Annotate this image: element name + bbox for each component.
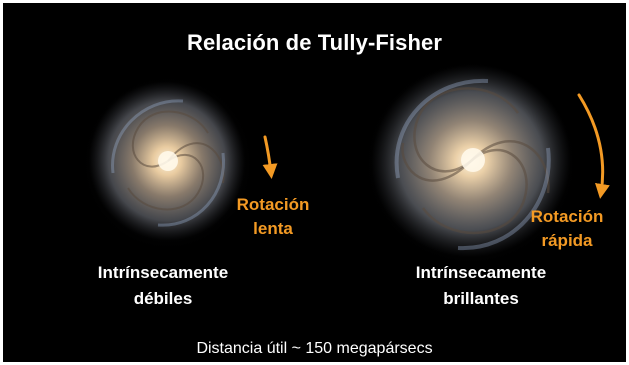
galaxy-illustration — [78, 55, 610, 271]
dim-galaxy — [78, 71, 258, 255]
slow-rotation-line-2: lenta — [253, 219, 293, 238]
diagram-panel: Relación de Tully-Fisher Rotación lenta … — [3, 3, 626, 362]
dim-galaxy-label: Intrínsecamente débiles — [83, 260, 243, 312]
fast-rotation-arrow — [577, 93, 610, 199]
fast-rotation-line-2: rápida — [541, 231, 593, 250]
slow-rotation-arrow — [262, 135, 278, 179]
bright-galaxy-line-1: Intrínsecamente — [415, 263, 547, 282]
bright-galaxy-line-2: brillantes — [443, 289, 519, 308]
fast-rotation-label: Rotación rápida — [525, 205, 609, 253]
dim-galaxy-line-2: débiles — [133, 289, 193, 308]
bright-galaxy — [359, 55, 583, 271]
diagram-title: Relación de Tully-Fisher — [186, 30, 443, 55]
fast-rotation-line-1: Rotación — [530, 207, 604, 226]
bright-galaxy-label: Intrínsecamente brillantes — [393, 260, 569, 312]
slow-rotation-label: Rotación lenta — [233, 193, 313, 241]
slow-rotation-line-1: Rotación — [236, 195, 310, 214]
useful-distance-caption: Distancia útil ~ 150 megapársecs — [196, 340, 433, 357]
dim-galaxy-line-1: Intrínsecamente — [97, 263, 229, 282]
